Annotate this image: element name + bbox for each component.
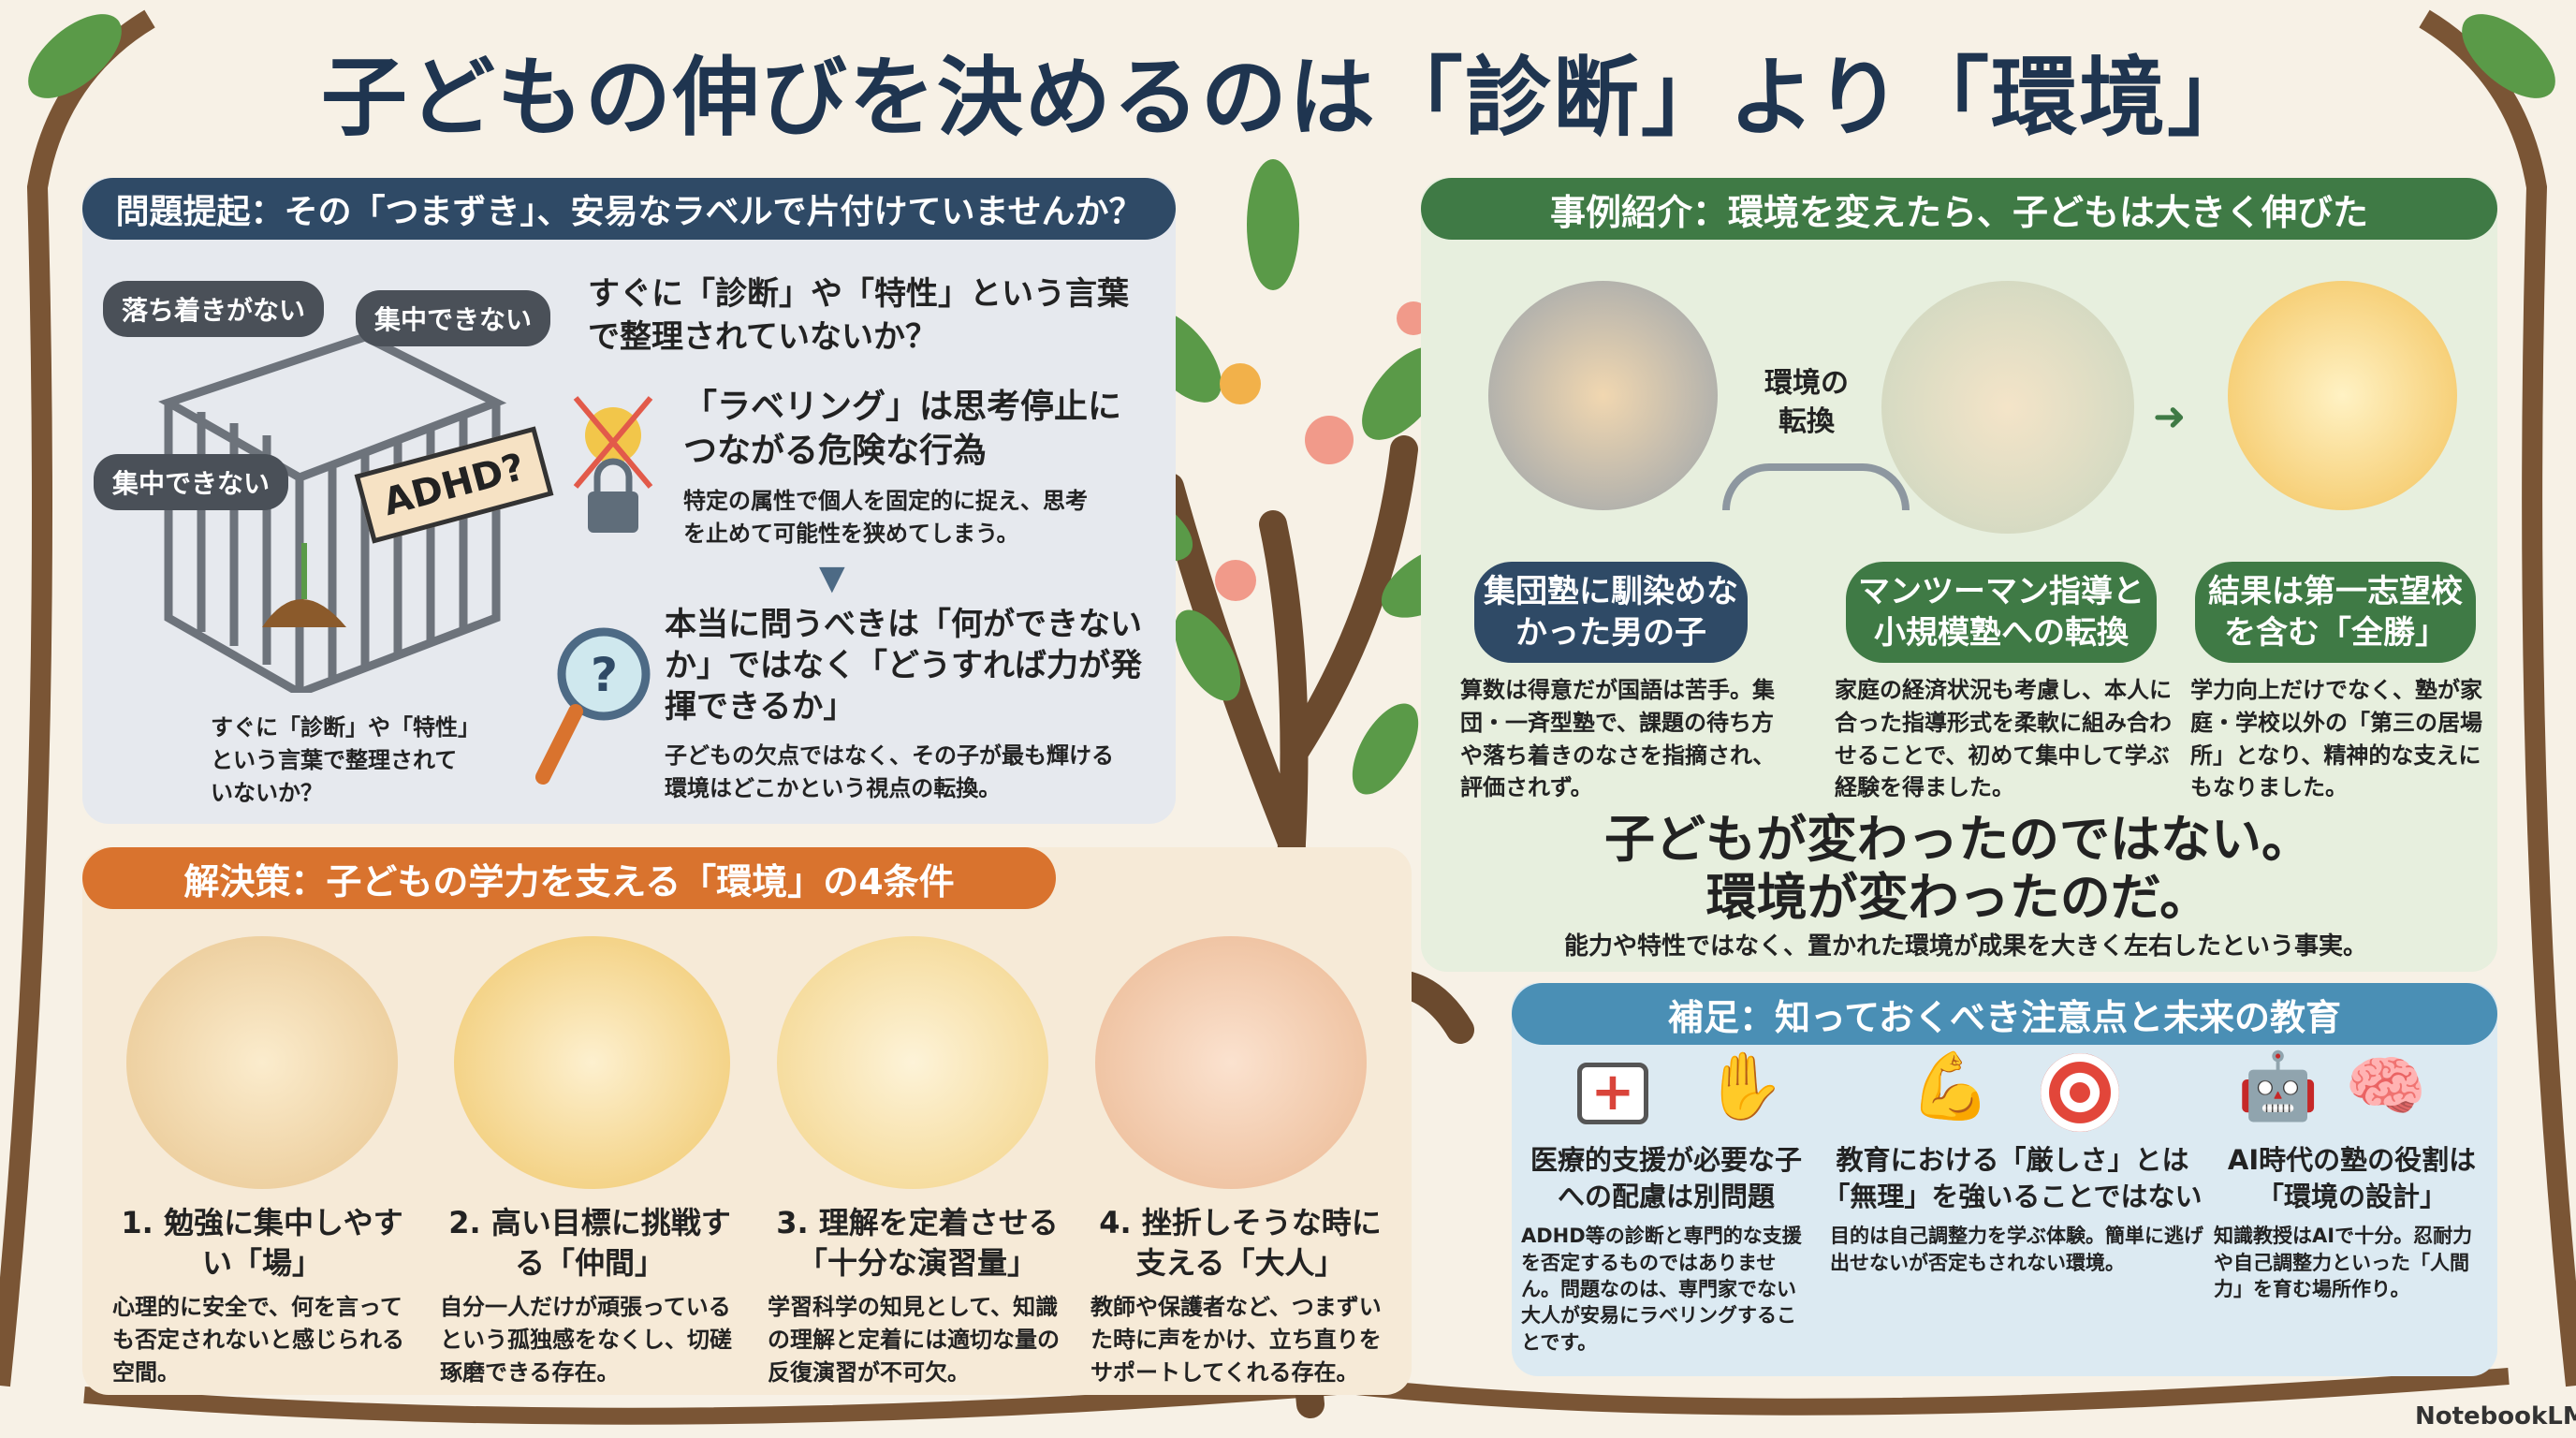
solution-header: 解決策：子どもの学力を支える「環境」の4条件 xyxy=(82,847,1056,909)
label-bubble: 集中できない xyxy=(356,290,551,346)
notes-panel xyxy=(1512,983,2497,1376)
bridge-icon xyxy=(1722,463,1910,510)
arrow-right-icon: ➜ xyxy=(2153,393,2187,439)
labeling-body: 特定の属性で個人を固定的に捉え、思考を止めて可能性を狭めてしまう。 xyxy=(683,488,1088,547)
condition-body: 教師や保護者など、つまずいた時に声をかけ、立ち直りをサポートしてくれる存在。 xyxy=(1090,1294,1382,1386)
condition-title: 4. 挫折しそうな時に支える「大人」 xyxy=(1099,1205,1382,1282)
case-step-pill: 集団塾に馴染めなかった男の子 xyxy=(1474,562,1748,664)
case-step-pill: マンツーマン指導と小規模塾への転換 xyxy=(1846,562,2157,664)
ask-body: 子どもの欠点ではなく、その子が最も輝ける環境はどこかという視点の転換。 xyxy=(665,742,1114,801)
notebooklm-watermark: NotebookLM xyxy=(2415,1402,2576,1431)
condition-body: 自分一人だけが頑張っているという孤独感をなくし、切磋琢磨できる存在。 xyxy=(440,1294,732,1386)
note-item: 教育における「厳しさ」とは「無理」を強いることではない目的は自己調整力を学ぶ体験… xyxy=(1821,1142,2204,1276)
case-step-body: 家庭の経済状況も考慮し、本人に合った指導形式を柔軟に組み合わせることで、初めて集… xyxy=(1835,677,2172,801)
note-body: 知識教授はAIで十分。忍耐力や自己調整力といった「人間力」を育む場所作り。 xyxy=(2214,1225,2473,1300)
label-bubble: 落ち着きがない xyxy=(103,281,325,337)
condition-body: 心理的に安全で、何を言っても否定されないと感じられる空間。 xyxy=(112,1294,404,1386)
note-item: AI時代の塾の役割は「環境の設計」知識教授はAIで十分。忍耐力や自己調整力といっ… xyxy=(2214,1142,2490,1302)
note-item: 医療的支援が必要な子への配慮は別問題 ADHD等の診断と専門的な支援を否定するもの… xyxy=(1521,1142,1811,1356)
condition-item: 4. 挫折しそうな時に支える「大人」教師や保護者など、つまずいた時に声をかけ、立… xyxy=(1090,1203,1390,1389)
mentoring-illustration xyxy=(1881,281,2134,534)
svg-text:?: ? xyxy=(591,648,618,702)
bridge-label: 環境の転換 xyxy=(1764,367,1849,438)
condition-item: 2. 高い目標に挑戦する「仲間」自分一人だけが頑張っているという孤独感をなくし、… xyxy=(440,1203,739,1389)
boy-struggling-illustration xyxy=(1488,281,1718,510)
condition-title: 3. 理解を定着させる「十分な演習量」 xyxy=(776,1205,1059,1282)
condition-title: 1. 勉強に集中しやすい「場」 xyxy=(121,1205,403,1282)
notes-header: 補足：知っておくべき注意点と未来の教育 xyxy=(1512,983,2497,1045)
condition-title: 2. 高い目標に挑戦する「仲間」 xyxy=(448,1205,731,1282)
cage-caption: すぐに「診断」や「特性」という言葉で整理されていないか？ xyxy=(211,714,469,806)
hand-icon: ✋ xyxy=(1704,1048,1786,1124)
note-title: 医療的支援が必要な子への配慮は別問題 xyxy=(1530,1144,1802,1213)
condition-item: 3. 理解を定着させる「十分な演習量」学習科学の知見として、知識の理解と定着には… xyxy=(768,1203,1067,1389)
case-step-body: 学力向上だけでなく、塾が家庭・学校以外の「第三の居場所」となり、精神的な支えにも… xyxy=(2190,677,2482,801)
label-bubble: 集中できない xyxy=(94,454,289,510)
first-aid-icon: + xyxy=(1577,1063,1648,1124)
note-title: AI時代の塾の役割は「環境の設計」 xyxy=(2227,1144,2477,1213)
labeling-title: 「ラベリング」は思考停止につながる危険な行為 xyxy=(683,388,1122,470)
page-title: 子どもの伸びを決めるのは「診断」より「環境」 xyxy=(320,48,2256,148)
brain-icon: 🧠 xyxy=(2345,1048,2427,1124)
down-arrow-icon: ▼ xyxy=(819,559,845,597)
peers-illustration xyxy=(454,936,730,1189)
ask-title: 本当に問うべきは「何ができないか」ではなく「どうすれば力が発揮できるか」 xyxy=(665,606,1142,726)
case-conclusion-sub: 能力や特性ではなく、置かれた環境が成果を大きく左右したという事実。 xyxy=(1563,932,2367,961)
lightbulb-lock-icon xyxy=(573,396,653,533)
success-illustration xyxy=(2228,281,2457,510)
mentor-adult-illustration xyxy=(1095,936,1367,1189)
study-room-illustration xyxy=(126,936,398,1189)
cage-icon xyxy=(158,332,507,693)
practice-illustration xyxy=(777,936,1048,1189)
note-body: 目的は自己調整力を学ぶ体験。簡単に逃げ出せないが否定もされない環境。 xyxy=(1830,1225,2203,1274)
condition-item: 1. 勉強に集中しやすい「場」心理的に安全で、何を言っても否定されないと感じられ… xyxy=(112,1203,412,1389)
muscle-arm-icon: 💪 xyxy=(1910,1048,1992,1124)
case-header: 事例紹介：環境を変えたら、子どもは大きく伸びた xyxy=(1421,178,2497,240)
case-step-pill: 結果は第一志望校を含む「全勝」 xyxy=(2195,562,2476,664)
magnifier-icon: ? xyxy=(535,627,651,785)
question-text: すぐに「診断」や「特性」という言葉で整理されていないか？ xyxy=(588,275,1129,356)
case-conclusion: 子どもが変わったのではない。環境が変わったのだ。 xyxy=(1604,810,2312,928)
problem-header: 問題提起：その「つまずき」、安易なラベルで片付けていませんか？ xyxy=(82,178,1176,240)
case-step-body: 算数は得意だが国語は苦手。集団・一斉型塾で、課題の待ち方や落ち着きのなさを指摘さ… xyxy=(1460,677,1776,801)
target-icon xyxy=(2041,1053,2119,1132)
note-body: ADHD等の診断と専門的な支援を否定するものではありません。問題なのは、専門家で… xyxy=(1521,1225,1802,1354)
robot-icon: 🤖 xyxy=(2237,1048,2320,1124)
condition-body: 学習科学の知見として、知識の理解と定着には適切な量の反復演習が不可欠。 xyxy=(768,1294,1060,1386)
note-title: 教育における「厳しさ」とは「無理」を強いることではない xyxy=(1822,1144,2203,1213)
